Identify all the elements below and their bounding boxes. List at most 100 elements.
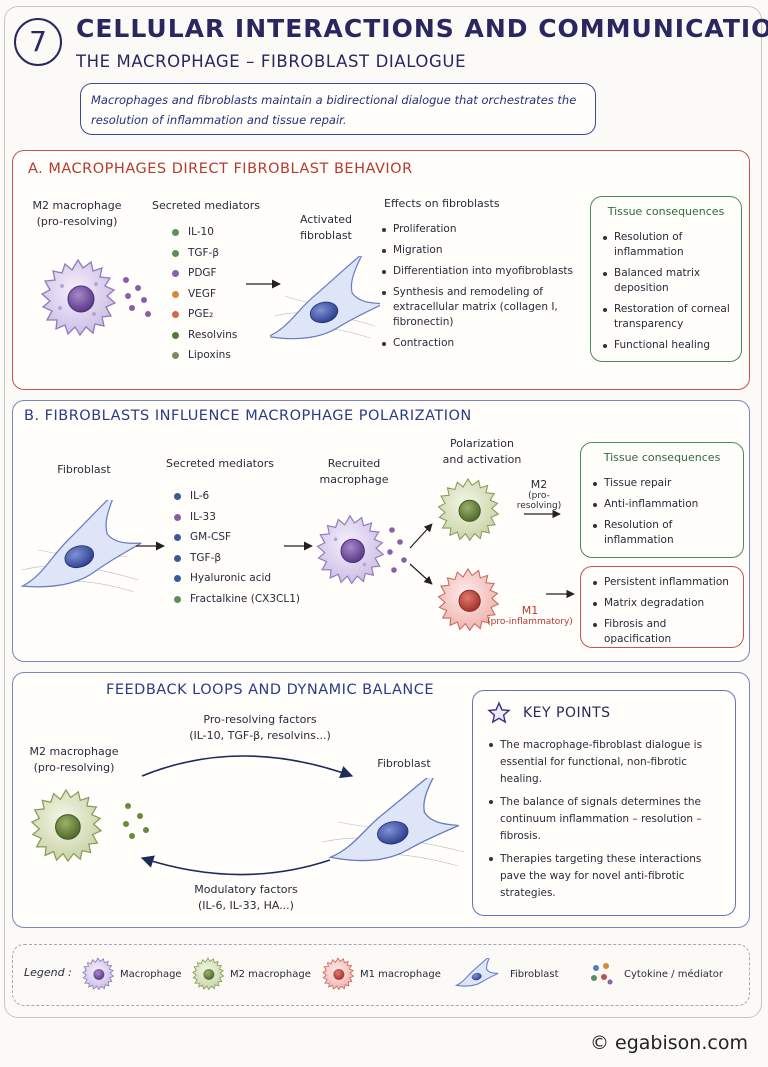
label-line: (pro-resolving) xyxy=(33,761,115,774)
page-title: CELLULAR INTERACTIONS AND COMMUNICATION xyxy=(76,14,768,43)
section-b-mediators-title: Secreted mediators xyxy=(166,457,274,470)
mediator-dot-icon xyxy=(172,249,179,257)
mediator-item: PDGF xyxy=(170,263,237,284)
effect-item: Synthesis and remodeling of extracellula… xyxy=(380,285,580,330)
mediator-label: IL-10 xyxy=(188,226,214,238)
mediator-dot-icon xyxy=(174,575,181,582)
feedback-loop-arrows xyxy=(140,755,354,876)
section-number-badge: 7 xyxy=(14,18,62,66)
m2-consequences-title: Tissue consequences xyxy=(603,451,721,464)
pro-resolving-factors-label: Pro-resolving factors (IL-10, TGF-β, res… xyxy=(180,712,340,744)
section-b-title: B. FIBROBLASTS INFLUENCE MACROPHAGE POLA… xyxy=(24,408,472,424)
section-a-consequences-box: Tissue consequences Resolution of inflam… xyxy=(590,196,742,362)
mediator-label: GM-CSF xyxy=(190,531,232,543)
section-a-title: A. MACROPHAGES DIRECT FIBROBLAST BEHAVIO… xyxy=(28,161,413,177)
mediator-item: VEGF xyxy=(170,284,237,305)
legend-m1-icon xyxy=(322,957,354,990)
mediator-item: Lipoxins xyxy=(170,345,237,366)
fibroblast-source-label: Fibroblast xyxy=(57,463,111,476)
intro-text: Macrophages and fibroblasts maintain a b… xyxy=(91,93,577,127)
legend-m1-label: M1 macrophage xyxy=(360,969,441,980)
label-line: (IL-6, IL-33, HA...) xyxy=(198,899,294,912)
mediator-label: PDGF xyxy=(188,267,217,279)
label-line: Recruited xyxy=(327,457,381,470)
key-point-item: Therapies targeting these interactions p… xyxy=(487,851,721,902)
label-line: and activation xyxy=(442,453,522,466)
arrow-to-fibroblast xyxy=(246,279,281,289)
label-line: (pro-resolving) xyxy=(36,215,118,228)
mediator-label: Lipoxins xyxy=(188,349,231,361)
legend-cytokine-label: Cytokine / médiator xyxy=(624,969,724,980)
consequence-item: Persistent inflammation xyxy=(591,575,733,590)
mediator-dot-icon xyxy=(174,493,181,500)
legend-macrophage-label: Macrophage xyxy=(120,969,182,980)
m2-macrophage-illustration xyxy=(41,259,151,336)
label-line: M2 macrophage xyxy=(32,199,122,212)
consequence-item: Balanced matrix deposition xyxy=(601,266,731,296)
feedback-m2-label: M2 macrophage (pro-resolving) xyxy=(24,744,124,776)
feedback-fibroblast-illustration xyxy=(318,778,465,871)
key-points-header: KEY POINTS xyxy=(487,701,721,725)
feedback-fibroblast-label: Fibroblast xyxy=(377,757,431,770)
effects-title: Effects on fibroblasts xyxy=(384,197,500,210)
intro-box: Macrophages and fibroblasts maintain a b… xyxy=(80,83,596,135)
star-icon xyxy=(487,701,511,724)
mediator-dot-icon xyxy=(174,534,181,541)
activated-fibroblast-illustration xyxy=(270,256,380,349)
mediator-label: Hyaluronic acid xyxy=(190,572,272,584)
label-line: fibroblast xyxy=(300,229,352,242)
legend-fibroblast-icon xyxy=(452,958,501,990)
mediator-item: PGE₂ xyxy=(170,304,237,325)
legend-cytokine-icon xyxy=(591,963,613,985)
legend-fibroblast-label: Fibroblast xyxy=(510,969,559,980)
mediator-item: Hyaluronic acid xyxy=(172,568,300,589)
mediator-label: PGE₂ xyxy=(188,308,214,320)
page-subtitle: THE MACROPHAGE – FIBROBLAST DIALOGUE xyxy=(76,52,467,71)
fibroblast-illustration xyxy=(18,500,142,598)
m2-macrophage-label: M2 macrophage (pro-resolving) xyxy=(22,198,132,230)
arrow-to-mediators xyxy=(136,541,165,551)
mediator-label: VEGF xyxy=(188,287,216,300)
m2-polarized-label: M2 (pro-resolving) xyxy=(506,478,572,511)
key-points-list: The macrophage-fibroblast dialogue is es… xyxy=(487,737,721,902)
footer-credit: © egabison.com xyxy=(590,1032,748,1054)
mediator-label: TGF-β xyxy=(190,551,222,564)
mediator-item: IL-33 xyxy=(172,507,300,528)
legend-m2-label: M2 macrophage xyxy=(230,969,311,980)
section-a-mediators-title: Secreted mediators xyxy=(152,199,260,212)
consequence-item: Restoration of corneal transparency xyxy=(601,302,731,332)
page-frame xyxy=(4,6,762,1018)
mediator-item: IL-10 xyxy=(170,222,237,243)
mediator-dot-icon xyxy=(174,554,181,562)
effect-item: Differentiation into myofibroblasts xyxy=(380,264,580,279)
effect-item: Contraction xyxy=(380,336,580,351)
polarization-illustration xyxy=(409,478,575,631)
mediator-item: Fractalkine (CX3CL1) xyxy=(172,589,300,610)
effect-item: Migration xyxy=(380,243,580,258)
legend-title: Legend : xyxy=(24,966,72,979)
consequences-title: Tissue consequences xyxy=(607,205,725,218)
recruited-macrophage-illustration xyxy=(317,515,407,584)
mediator-item: GM-CSF xyxy=(172,527,300,548)
section-c-title: FEEDBACK LOOPS AND DYNAMIC BALANCE xyxy=(106,682,435,698)
polarization-label: Polarization and activation xyxy=(430,436,534,468)
mediator-dot-icon xyxy=(172,270,179,277)
mediator-dot-icon xyxy=(174,513,181,521)
mediator-dot-icon xyxy=(172,352,179,359)
m1-text: M1 xyxy=(521,604,539,617)
mediator-item: TGF-β xyxy=(170,243,237,264)
mediator-dot-icon xyxy=(172,290,179,298)
label-line: Modulatory factors xyxy=(194,883,298,896)
effect-item: Proliferation xyxy=(380,222,580,237)
mediator-dot-icon xyxy=(174,595,181,603)
arrow-to-recruited-macrophage xyxy=(284,541,313,551)
mediator-label: Resolvins xyxy=(188,328,238,341)
legend-m2-icon xyxy=(192,957,224,990)
consequence-item: Functional healing xyxy=(601,338,731,353)
consequence-item: Fibrosis and opacification xyxy=(591,617,733,647)
